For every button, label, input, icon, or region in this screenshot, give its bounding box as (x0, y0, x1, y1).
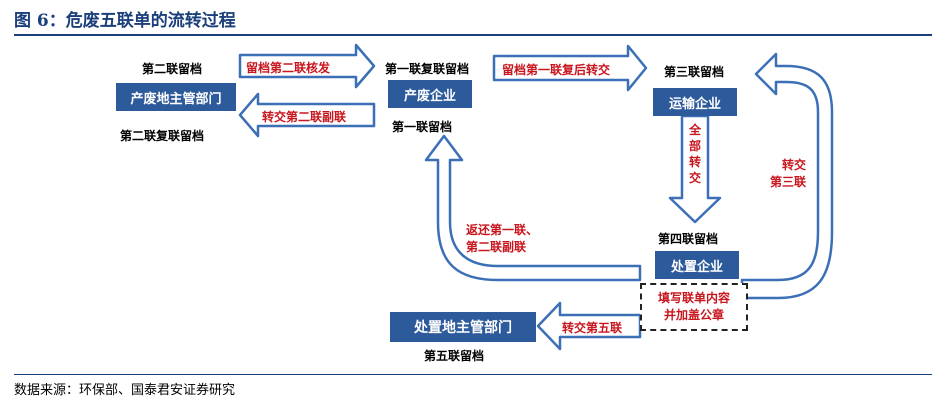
arrow-producer-to-dept (238, 92, 376, 138)
transport-enterprise-box: 运输企业 (653, 88, 737, 116)
disposal-copy4-label: 第四联留档 (658, 232, 719, 246)
footer-rule (14, 374, 932, 375)
fill-and-seal-line1: 填写联单内容 (657, 291, 730, 305)
dept-copy2-duplicate-label: 第二联复联留档 (120, 129, 205, 143)
arrow-disposal-to-dept (536, 301, 642, 351)
data-source: 数据来源：环保部、国泰君安证券研究 (14, 383, 236, 398)
transport-copy3-label: 第三联留档 (664, 65, 725, 79)
edge-label-disposal-to-transport-line1: 转交 (782, 158, 807, 172)
edge-label-producer-to-transport: 留档第一联复后转交 (502, 63, 611, 77)
edge-label-dept-to-producer: 留档第二联核发 (246, 61, 331, 75)
edge-label-disposal-to-transport: 转交 第三联 (770, 156, 806, 190)
edge-label-disposal-to-producer-line1: 返还第一联、 (466, 223, 539, 237)
arrow-disposal-to-producer (424, 134, 642, 282)
arrow-transport-to-disposal (668, 114, 722, 224)
edge-label-producer-to-dept: 转交第二联副联 (262, 110, 347, 124)
arrow-producer-to-transport (492, 44, 648, 92)
figure-title: 图 6：危废五联单的流转过程 (14, 11, 236, 31)
dept-copy2-label: 第二联留档 (142, 62, 203, 76)
arrow-dept-to-producer (238, 43, 376, 89)
producer-copy1-label: 第一联留档 (392, 120, 453, 134)
edge-label-disposal-to-dept: 转交第五联 (562, 321, 623, 335)
edge-label-disposal-to-producer: 返还第一联、 第二联副联 (466, 222, 538, 256)
fill-and-seal-line2: 并加盖公章 (663, 308, 724, 322)
disposal-dept-box: 处置地主管部门 (390, 312, 536, 342)
edge-label-transport-to-disposal: 全部转交 (688, 123, 701, 185)
title-rule (14, 34, 932, 36)
producer-enterprise-box: 产废企业 (388, 80, 472, 108)
fill-and-seal-box: 填写联单内容 并加盖公章 (640, 283, 748, 331)
disposal-dept-copy5-label: 第五联留档 (424, 349, 485, 363)
arrow-disposal-to-transport (740, 52, 834, 300)
disposal-enterprise-box: 处置企业 (655, 251, 739, 279)
producer-dept-box: 产废地主管部门 (116, 83, 236, 111)
producer-copy1-duplicate-label: 第一联复联留档 (385, 62, 470, 76)
edge-label-disposal-to-producer-line2: 第二联副联 (466, 240, 527, 254)
edge-label-disposal-to-transport-line2: 第三联 (770, 175, 807, 189)
